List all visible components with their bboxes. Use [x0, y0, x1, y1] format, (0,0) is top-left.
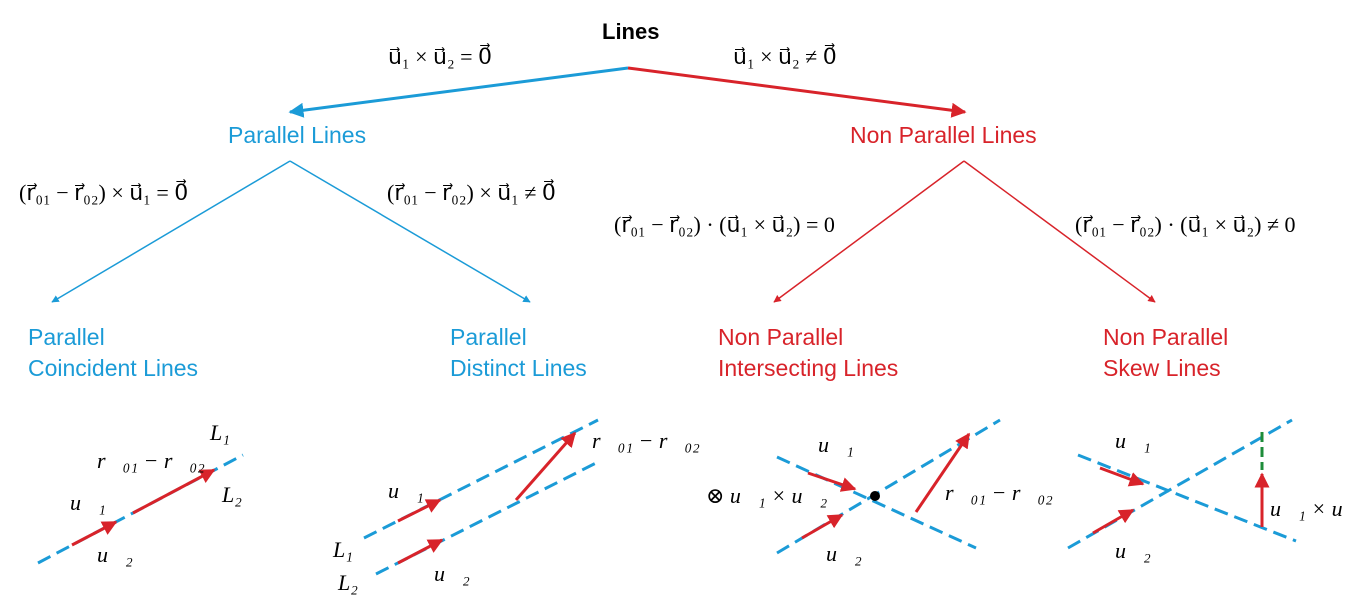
vector-u1 — [71, 520, 118, 547]
category-coincident-line2: Coincident Lines — [28, 355, 199, 381]
vector-r-diff — [132, 468, 216, 515]
label-r-diff: r⃗₀₁ − r⃗₀₂ — [97, 448, 205, 473]
category-distinct: Parallel Distinct Lines — [450, 322, 587, 384]
category-distinct-line2: Distinct Lines — [450, 355, 587, 381]
condition-parallel-right: (r⃗₀₁ − r⃗₀₂) × u⃗₁ ≠ 0⃗ — [387, 180, 556, 205]
condition-parallel-left: (r⃗₀₁ − r⃗₀₂) × u⃗₁ = 0⃗ — [19, 180, 189, 205]
label-u1: u⃗₁ — [1115, 428, 1151, 453]
vector-u2 — [801, 513, 844, 540]
vector-u1 — [807, 471, 857, 492]
label-l1: L₁ — [333, 537, 353, 562]
category-skew: Non Parallel Skew Lines — [1103, 322, 1228, 384]
category-intersecting-line2: Intersecting Lines — [718, 355, 899, 381]
branch-to-coincident — [51, 160, 291, 303]
condition-top-right: u⃗₁ × u⃗₂ ≠ 0⃗ — [733, 44, 837, 69]
label-u2: u⃗₂ — [434, 561, 470, 586]
sketch-distinct — [363, 418, 599, 576]
label-u1: u⃗₁ — [70, 490, 106, 515]
category-nonparallel: Non Parallel Lines — [850, 122, 1037, 148]
label-cross: u⃗₁ × u⃗₂ — [1270, 496, 1349, 521]
label-r-diff: r⃗₀₁ − r⃗₀₂ — [945, 480, 1053, 505]
label-u2: u⃗₂ — [97, 542, 133, 567]
branch-to-parallel — [288, 66, 629, 118]
label-l2: L₂ — [222, 482, 242, 507]
branch-to-nonparallel — [627, 66, 967, 118]
vector-r-diff — [914, 432, 971, 513]
label-r-diff: r⃗₀₁ − r⃗₀₂ — [592, 428, 700, 453]
vector-u1 — [397, 498, 442, 523]
category-skew-line1: Non Parallel — [1103, 324, 1229, 350]
branch-to-skew — [963, 160, 1156, 303]
label-otimes-cross: ⊗ u⃗₁ × u⃗₂ — [706, 483, 828, 508]
branch-to-intersecting — [773, 160, 965, 303]
label-u2: u⃗₂ — [1115, 538, 1151, 563]
diagram-title: Lines — [602, 19, 660, 44]
label-u2: u⃗₂ — [826, 541, 862, 566]
condition-nonparallel-left: (r⃗₀₁ − r⃗₀₂) · (u⃗₁ × u⃗₂) = 0 — [614, 212, 835, 237]
vector-u2 — [397, 538, 444, 565]
label-u1: u⃗₁ — [388, 478, 424, 503]
label-l1: L₁ — [210, 420, 230, 445]
sketch-skew — [1067, 418, 1297, 550]
intersection-point — [870, 491, 880, 501]
line-l2 — [776, 455, 977, 550]
label-u1: u⃗₁ — [818, 432, 854, 457]
category-distinct-line1: Parallel — [450, 324, 527, 350]
label-l2: L₂ — [338, 570, 358, 595]
category-coincident-line1: Parallel — [28, 324, 105, 350]
sketch-coincident — [37, 453, 244, 565]
branch-to-distinct — [289, 160, 531, 303]
category-intersecting-line1: Non Parallel — [718, 324, 844, 350]
sketch-intersecting — [776, 418, 1001, 555]
vector-u2 — [1092, 508, 1135, 535]
vector-r-diff — [514, 431, 577, 501]
condition-nonparallel-right: (r⃗₀₁ − r⃗₀₂) · (u⃗₁ × u⃗₂) ≠ 0 — [1075, 212, 1296, 237]
category-skew-line2: Skew Lines — [1103, 355, 1221, 381]
condition-top-left: u⃗₁ × u⃗₂ = 0⃗ — [388, 44, 493, 69]
line-l2 — [1077, 453, 1297, 543]
category-parallel: Parallel Lines — [228, 122, 367, 148]
category-coincident: Parallel Coincident Lines — [28, 322, 198, 384]
category-intersecting: Non Parallel Intersecting Lines — [718, 322, 898, 384]
vector-u1 — [1099, 466, 1145, 487]
